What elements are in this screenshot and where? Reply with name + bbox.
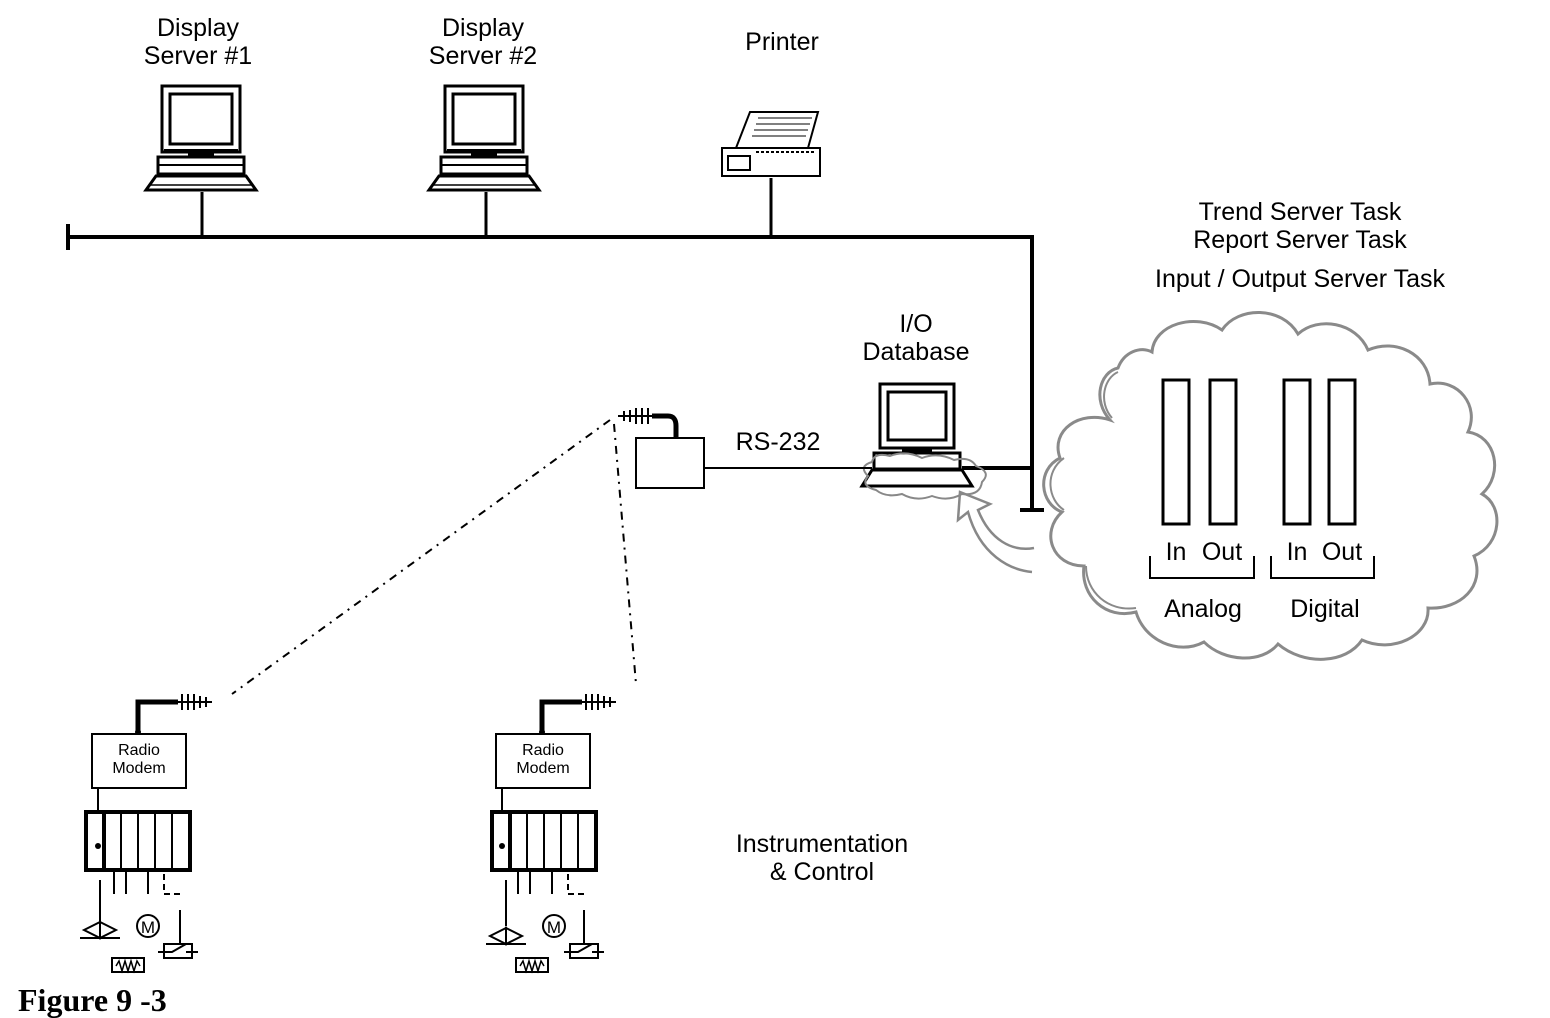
display-server-2-label: Display Server #2 xyxy=(428,14,538,70)
instrumentation-label: Instrumentation & Control xyxy=(735,830,909,886)
remote-station-2 xyxy=(486,693,617,974)
io-database-highlight xyxy=(862,452,987,500)
io-database-icon xyxy=(859,382,975,488)
base-radio-modem xyxy=(617,407,705,489)
server-task-cloud xyxy=(1042,311,1499,661)
radio-modem-2-label: Radio Modem xyxy=(516,742,570,777)
analog-label: Analog xyxy=(1164,595,1242,623)
printer-icon xyxy=(721,111,821,177)
radio-modem-1-label: Radio Modem xyxy=(112,742,166,777)
printer-label: Printer xyxy=(745,28,819,56)
motor-symbol-1: M xyxy=(141,918,155,937)
digital-label: Digital xyxy=(1290,595,1360,623)
motor-symbol-2: M xyxy=(547,918,561,937)
io-database-label: I/O Database xyxy=(862,310,970,366)
analog-in-label: In xyxy=(1165,538,1187,566)
digital-out-label: Out xyxy=(1321,538,1363,566)
digital-cards xyxy=(1270,378,1375,579)
radio-link-1 xyxy=(231,419,611,695)
trend-server-task-label: Trend Server Task xyxy=(1198,198,1402,226)
analog-cards xyxy=(1149,378,1255,579)
process-arrow xyxy=(956,490,1035,574)
network-bus xyxy=(66,178,1044,512)
display-server-2-icon xyxy=(427,84,541,192)
rs232-label: RS-232 xyxy=(735,428,821,456)
digital-in-label: In xyxy=(1286,538,1308,566)
remote-station-1 xyxy=(80,693,213,974)
display-server-1-label: Display Server #1 xyxy=(143,14,253,70)
analog-out-label: Out xyxy=(1201,538,1243,566)
radio-link-2 xyxy=(613,423,637,685)
report-server-task-label: Report Server Task xyxy=(1193,226,1407,254)
display-server-1-icon xyxy=(144,84,258,192)
io-server-task-label: Input / Output Server Task xyxy=(1155,265,1445,293)
figure-caption: Figure 9 -3 xyxy=(18,982,167,1018)
